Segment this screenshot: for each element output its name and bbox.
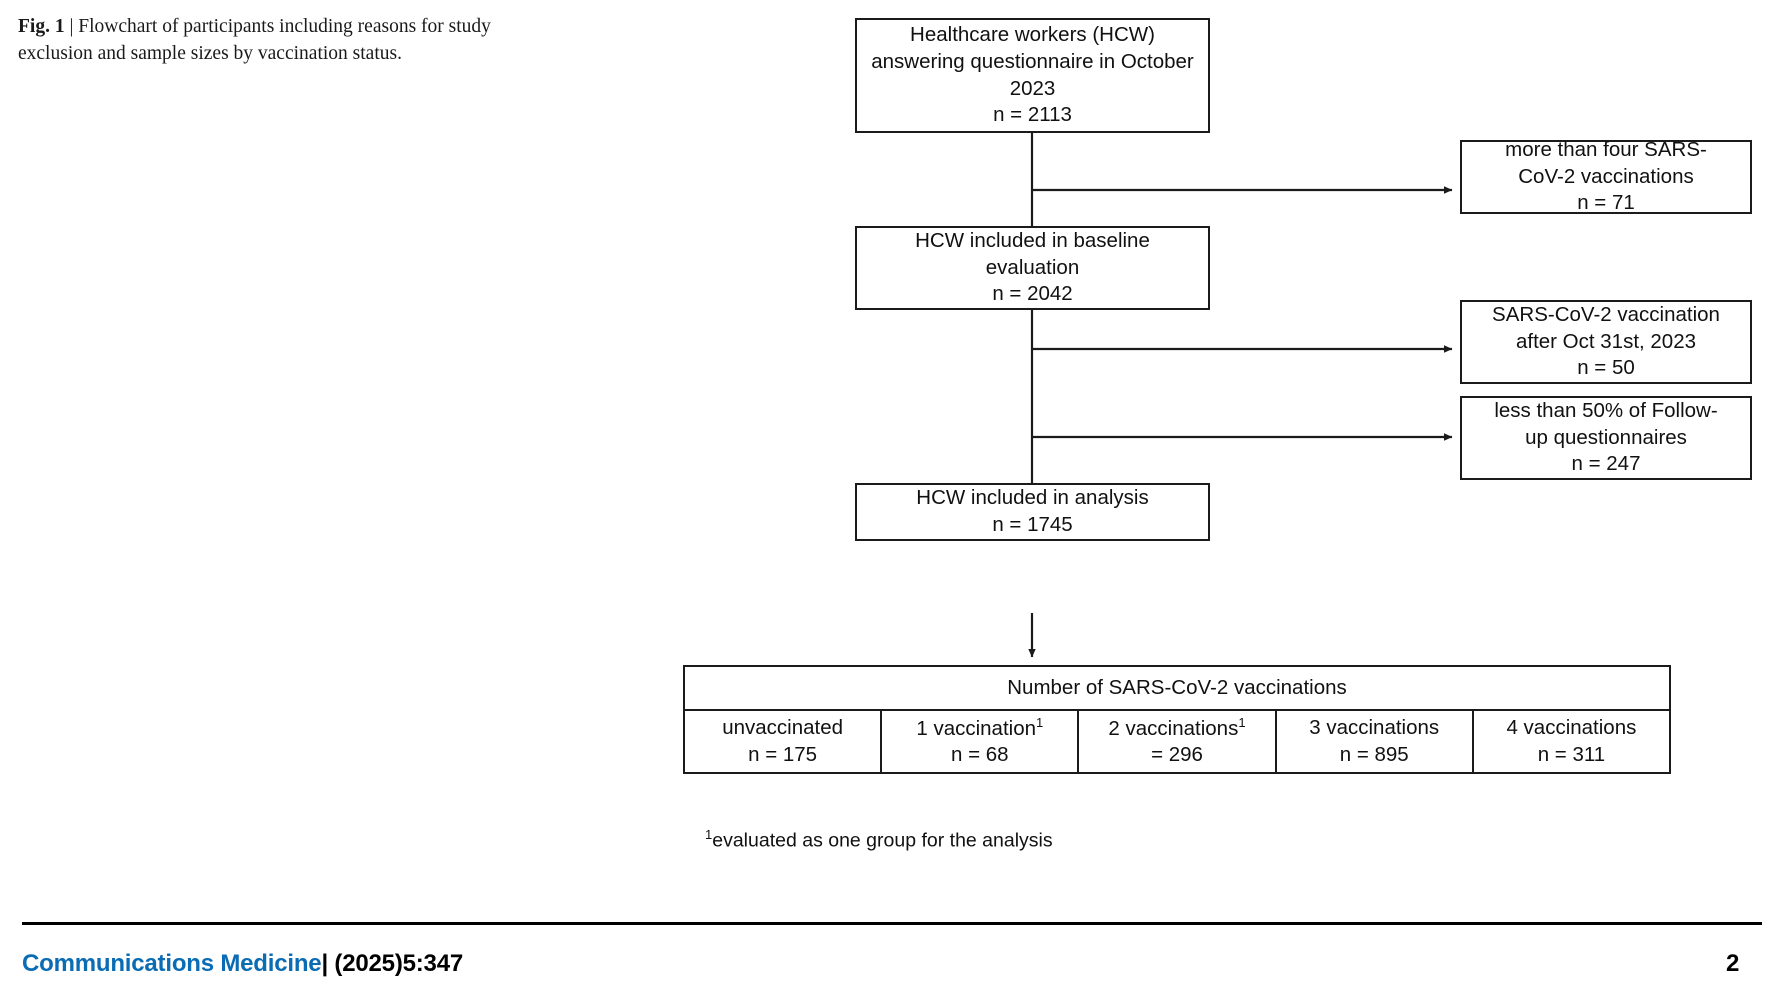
table-cell-unvaccinated: unvaccinated n = 175 <box>685 711 880 772</box>
cell-count: n = 68 <box>951 742 1009 766</box>
cell-label: 4 vaccinations <box>1506 716 1637 740</box>
exclusion-3-line-1: less than 50% of Follow- <box>1494 399 1718 423</box>
cell-label: 2 vaccinations1 <box>1108 714 1246 740</box>
cell-count: n = 311 <box>1537 742 1606 766</box>
table-row: unvaccinated n = 175 1 vaccination1 n = … <box>685 711 1669 772</box>
vaccination-counts-table: Number of SARS-CoV-2 vaccinations unvacc… <box>683 665 1671 774</box>
baseline-box-count: n = 2042 <box>992 282 1073 306</box>
hcw-box-line-2: answering questionnaire in October <box>871 49 1194 73</box>
exclusion-2-count: n = 50 <box>1577 356 1635 380</box>
hcw-included-analysis-box: HCW included in analysis n = 1745 <box>855 483 1210 541</box>
analysis-box-line-1: HCW included in analysis <box>916 486 1149 510</box>
citation-text: | (2025)5:347 <box>321 950 463 977</box>
hcw-box-count: n = 2113 <box>993 103 1072 127</box>
exclusion-1-line-2: CoV-2 vaccinations <box>1518 164 1694 188</box>
page-number: 2 <box>1726 950 1740 977</box>
figure-caption: Fig. 1 | Flowchart of participants inclu… <box>18 14 518 68</box>
caption-text: Flowchart of participants including reas… <box>18 16 491 64</box>
cell-label: unvaccinated <box>722 716 843 740</box>
table-cell-3-vaccinations: 3 vaccinations n = 895 <box>1274 711 1472 772</box>
flowchart: Healthcare workers (HCW) answering quest… <box>855 18 1752 658</box>
cell-count: = 296 <box>1151 742 1203 766</box>
cell-footnote-marker: 1 <box>1036 714 1044 730</box>
exclusion-3-count: n = 247 <box>1571 452 1641 476</box>
cell-count: n = 895 <box>1339 742 1409 766</box>
footnote-marker: 1 <box>705 827 713 842</box>
journal-name: Communications Medicine <box>22 950 322 977</box>
baseline-box-line-1: HCW included in baseline <box>915 229 1150 253</box>
exclusion-1-line-1: more than four SARS- <box>1505 138 1707 162</box>
table-footnote: 1evaluated as one group for the analysis <box>705 827 1053 853</box>
baseline-box-line-2: evaluation <box>985 255 1080 279</box>
exclusion-less-than-50-percent-followup-box: less than 50% of Follow- up questionnair… <box>1460 396 1752 480</box>
analysis-box-count: n = 1745 <box>992 513 1073 536</box>
hcw-box-line-1: Healthcare workers (HCW) <box>910 23 1155 47</box>
table-header: Number of SARS-CoV-2 vaccinations <box>685 667 1669 711</box>
cell-count: n = 175 <box>748 742 818 766</box>
footer-divider <box>22 922 1762 925</box>
hcw-box-line-3: 2023 <box>1009 76 1056 100</box>
exclusion-vaccination-after-oct-box: SARS-CoV-2 vaccination after Oct 31st, 2… <box>1460 300 1752 384</box>
table-cell-4-vaccinations: 4 vaccinations n = 311 <box>1471 711 1669 772</box>
table-cell-2-vaccinations: 2 vaccinations1 = 296 <box>1077 711 1274 772</box>
exclusion-2-line-2: after Oct 31st, 2023 <box>1515 329 1697 353</box>
cell-footnote-marker: 1 <box>1238 714 1246 730</box>
cell-label: 3 vaccinations <box>1309 716 1440 740</box>
footer-citation: Communications Medicine| (2025)5:347 <box>22 950 463 978</box>
footnote-text: evaluated as one group for the analysis <box>712 829 1053 852</box>
flowchart-connectors <box>1028 133 1453 658</box>
table-cell-1-vaccination: 1 vaccination1 n = 68 <box>880 711 1077 772</box>
exclusion-more-than-four-vaccinations-box: more than four SARS- CoV-2 vaccinations … <box>1460 138 1752 215</box>
hcw-included-baseline-box: HCW included in baseline evaluation n = … <box>855 226 1210 310</box>
exclusion-1-count: n = 71 <box>1577 191 1635 215</box>
healthcare-workers-box: Healthcare workers (HCW) answering quest… <box>855 18 1210 133</box>
exclusion-3-line-2: up questionnaires <box>1525 425 1687 449</box>
caption-separator: | <box>69 16 74 37</box>
cell-label: 1 vaccination1 <box>916 714 1044 740</box>
exclusion-2-line-1: SARS-CoV-2 vaccination <box>1492 303 1720 327</box>
figure-label: Fig. 1 <box>18 16 65 37</box>
